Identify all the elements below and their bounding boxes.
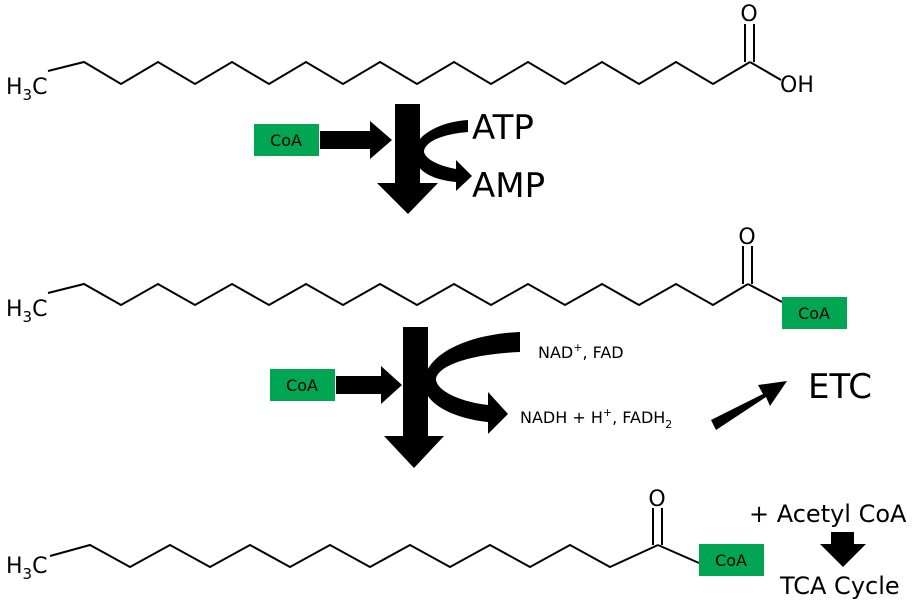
- coa-box: [270, 369, 335, 401]
- carbonyl-oxygen: O: [648, 487, 665, 512]
- beta-oxidation-step: CoA NAD+, FAD NADH + H+, FADH2 ETC: [270, 327, 872, 468]
- carbon-chain: [47, 282, 749, 307]
- atp-amp-curved-arrow: [414, 120, 472, 191]
- nadh-fadh2-label: NADH + H+, FADH2: [520, 406, 672, 431]
- acyl-coa-molecule: H3C O CoA: [6, 225, 847, 329]
- carbon-chain: [47, 60, 751, 86]
- main-down-arrow: [384, 327, 444, 468]
- hydroxyl-label: OH: [780, 73, 814, 98]
- etc-arrow: [711, 381, 787, 430]
- coa-label: CoA: [798, 304, 830, 323]
- main-down-arrow: [377, 104, 438, 214]
- nad-fad-curved-arrow: [424, 332, 520, 434]
- hydroxyl-bond: [749, 61, 782, 81]
- coa-label: CoA: [270, 131, 302, 150]
- carbonyl-oxygen: O: [740, 2, 757, 27]
- coa-box: [782, 297, 847, 329]
- carbon-chain: [49, 543, 659, 569]
- shortened-acyl-coa-molecule: H3C O CoA: [6, 487, 764, 583]
- carbonyl-oxygen: O: [738, 225, 755, 250]
- coa-label: CoA: [715, 551, 747, 570]
- acetyl-coa-output: + Acetyl CoA TCA Cycle: [749, 500, 907, 600]
- acetyl-coa-label: + Acetyl CoA: [749, 500, 907, 528]
- coa-box: [699, 544, 764, 576]
- methyl-label: H3C: [6, 297, 47, 326]
- fatty-acid-molecule: H3C O OH: [6, 2, 814, 104]
- coa-box: [254, 124, 319, 156]
- etc-label: ETC: [808, 367, 872, 407]
- atp-label: ATP: [472, 108, 534, 148]
- thioester-bond: [747, 283, 783, 303]
- tca-down-arrow: [820, 532, 866, 567]
- coa-label: CoA: [286, 376, 318, 395]
- coa-input-arrow: [320, 121, 392, 159]
- methyl-label: H3C: [6, 554, 47, 583]
- nad-fad-label: NAD+, FAD: [538, 341, 624, 362]
- amp-label: AMP: [472, 166, 545, 206]
- thioester-bond: [657, 544, 700, 564]
- methyl-label: H3C: [6, 75, 47, 104]
- activation-step: CoA ATP AMP: [254, 104, 545, 214]
- coa-input-arrow: [336, 366, 402, 404]
- tca-cycle-label: TCA Cycle: [779, 572, 900, 600]
